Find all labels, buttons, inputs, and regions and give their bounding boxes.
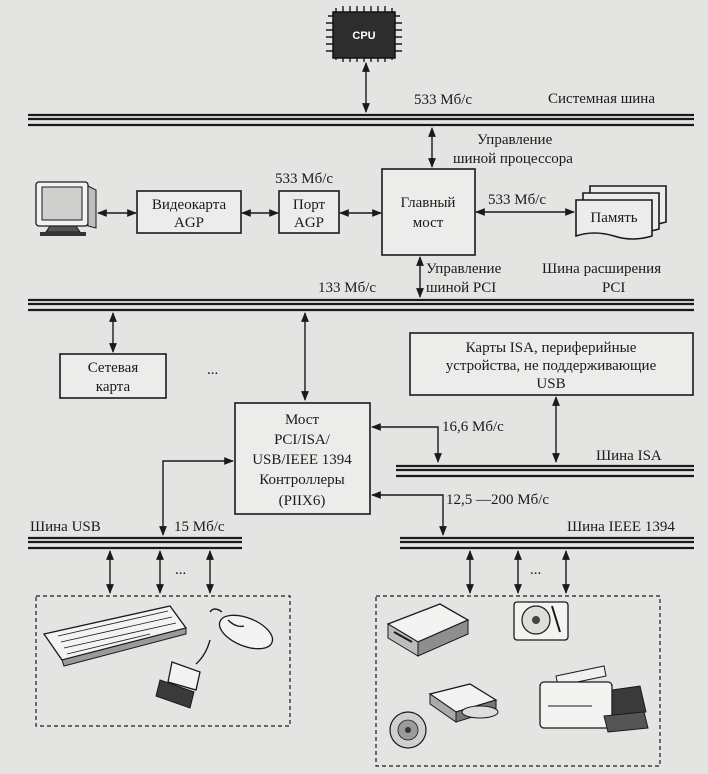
network-card-box bbox=[59, 353, 167, 399]
video-card-line1: Видеокарта bbox=[152, 197, 227, 213]
usb-bus-label: Шина USB bbox=[30, 519, 101, 535]
memory-stack bbox=[575, 185, 667, 240]
pci-expansion-line1: Шина расширения bbox=[542, 261, 661, 277]
isa-cards-line1: Карты ISA, периферийные bbox=[466, 340, 637, 356]
memory-speed: 533 Мб/с bbox=[488, 192, 546, 208]
cpu-bus-control-line2: шиной процессора bbox=[453, 151, 573, 167]
ieee-bus-label: Шина IEEE 1394 bbox=[567, 519, 675, 535]
keyboard-icon bbox=[42, 605, 188, 667]
piix-line2: PCI/ISA/ bbox=[274, 432, 331, 448]
external-drive-icon bbox=[386, 603, 470, 657]
scanner-pen-icon bbox=[155, 639, 211, 709]
isa-bus bbox=[396, 464, 694, 478]
isa-cards-box bbox=[409, 332, 694, 396]
network-card-line2: карта bbox=[96, 379, 131, 395]
mouse-icon bbox=[209, 608, 274, 650]
system-bus-speed: 533 Мб/с bbox=[414, 92, 472, 108]
cd-drive-icon bbox=[428, 683, 499, 723]
usb-speed: 15 Мб/с bbox=[174, 519, 225, 535]
pci-control-line2: шиной PCI bbox=[426, 280, 496, 296]
memory-label: Память bbox=[590, 210, 637, 226]
agp-port-line2: AGP bbox=[294, 215, 324, 231]
piix-isa-arrow bbox=[371, 423, 442, 463]
piix-ieee-arrow bbox=[371, 491, 447, 536]
ieee-ellipsis: ... bbox=[530, 562, 541, 578]
pci-ellipsis: ... bbox=[207, 362, 218, 378]
usb-devices-group bbox=[35, 595, 291, 727]
monitor-icon bbox=[35, 181, 97, 236]
system-bus bbox=[28, 113, 694, 127]
network-card-line1: Сетевая bbox=[88, 360, 139, 376]
main-bridge-line2: мост bbox=[413, 215, 444, 231]
piix-line5: (PIIX6) bbox=[279, 493, 326, 509]
isa-cards-line3: USB bbox=[536, 376, 565, 392]
isa-speed: 16,6 Мб/с bbox=[442, 419, 504, 435]
piix-line1: Мост bbox=[285, 412, 319, 428]
usb-bus bbox=[28, 536, 242, 550]
pci-bus-speed: 133 Мб/с bbox=[318, 280, 376, 296]
usb-ellipsis: ... bbox=[175, 562, 186, 578]
piix-line3: USB/IEEE 1394 bbox=[252, 452, 352, 468]
disc-icon bbox=[389, 711, 427, 749]
cpu-bus-control-line1: Управление bbox=[477, 132, 553, 148]
main-bridge-line1: Главный bbox=[401, 195, 456, 211]
system-bus-label: Системная шина bbox=[548, 91, 655, 107]
hard-disk-icon bbox=[513, 601, 569, 641]
pci-bus bbox=[28, 298, 694, 312]
piix-bridge-box bbox=[234, 402, 371, 515]
ieee-speed: 12,5 —200 Мб/с bbox=[446, 492, 549, 508]
pci-expansion-line2: PCI bbox=[602, 280, 625, 296]
cpu-chip: CPU bbox=[326, 6, 402, 62]
ieee-bus bbox=[400, 536, 694, 550]
piix-usb-arrow bbox=[159, 457, 234, 536]
video-card-box bbox=[136, 190, 242, 234]
cpu-label: CPU bbox=[352, 30, 375, 42]
isa-cards-line2: устройства, не поддерживающие bbox=[446, 358, 657, 374]
main-bridge-box bbox=[381, 168, 476, 256]
video-card-line2: AGP bbox=[174, 215, 204, 231]
isa-bus-label: Шина ISA bbox=[596, 448, 662, 464]
agp-port-box bbox=[278, 190, 340, 234]
printer-icon bbox=[539, 665, 649, 733]
ieee-devices-group bbox=[375, 595, 661, 767]
agp-port-line1: Порт bbox=[293, 197, 326, 213]
pci-control-line1: Управление bbox=[426, 261, 502, 277]
agp-speed: 533 Мб/с bbox=[275, 171, 333, 187]
piix-line4: Контроллеры bbox=[259, 472, 345, 488]
